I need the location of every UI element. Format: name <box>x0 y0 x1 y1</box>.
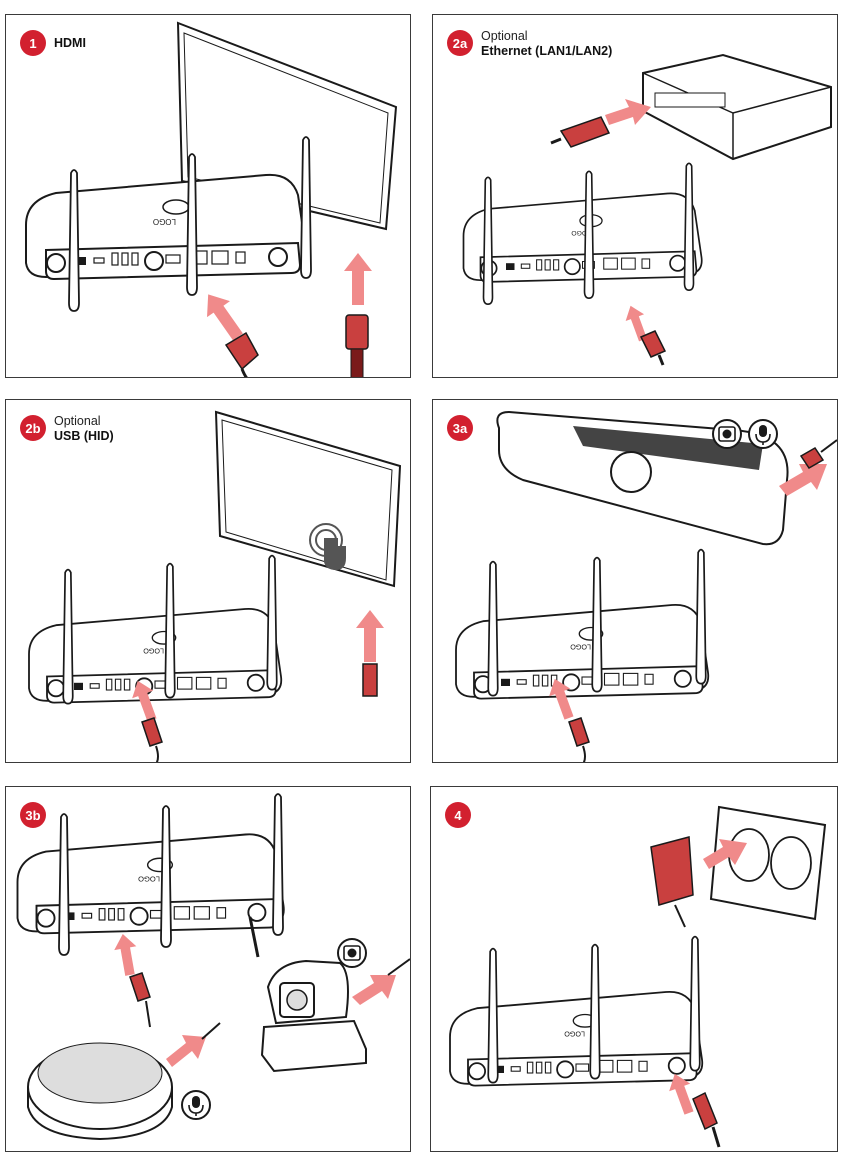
ethernet-cable-icon <box>639 330 667 366</box>
arrow-icon <box>779 464 827 496</box>
step-badge: 1 <box>20 30 46 56</box>
hub-device <box>462 192 703 283</box>
usb-cable-icon <box>362 663 378 697</box>
panel-step-2b: 2b Optional USB (HID) <box>5 399 411 763</box>
ethernet-cable-icon <box>550 116 611 148</box>
antenna-middle <box>591 556 603 693</box>
touch-hand-icon <box>309 523 346 570</box>
antenna-middle <box>160 805 172 948</box>
step-badge: 2b <box>20 415 46 441</box>
step-badge: 4 <box>445 802 471 828</box>
touch-display <box>214 410 402 588</box>
usb-cable-icon <box>248 916 260 958</box>
antenna-left <box>58 813 70 956</box>
panel-step-3b: 3b <box>5 786 411 1152</box>
antenna-middle <box>583 170 595 300</box>
camera-icon <box>337 938 367 968</box>
antenna-right <box>272 793 284 936</box>
step-label: Optional Ethernet (LAN1/LAN2) <box>481 29 612 59</box>
arrow-icon <box>703 839 747 869</box>
usb-cable-icon <box>141 717 163 762</box>
hdmi-illustration <box>25 21 398 377</box>
panel-step-1: 1 HDMI <box>5 14 411 378</box>
usb-cable-icon <box>568 717 590 762</box>
power-adapter <box>650 836 694 928</box>
antenna-right <box>683 162 695 292</box>
hdmi-cable-icon <box>224 331 259 377</box>
antenna-middle <box>589 943 601 1080</box>
antenna-left <box>487 947 499 1084</box>
arrow-icon <box>166 1035 206 1067</box>
camera-speaker-illustration <box>16 793 410 1141</box>
antenna-middle <box>164 562 176 699</box>
antenna-middle <box>186 153 198 296</box>
antenna-right <box>266 554 278 691</box>
ethernet-illustration <box>462 53 832 366</box>
usb-cable-icon <box>799 439 837 469</box>
optional-label: Optional <box>481 29 528 43</box>
arrow-icon <box>352 975 396 1005</box>
power-cable-icon <box>692 1091 721 1148</box>
step-badge: 3a <box>447 415 473 441</box>
hdmi-cable-icon <box>345 314 369 377</box>
optional-label: Optional <box>54 414 101 428</box>
connection-title: HDMI <box>54 36 86 50</box>
antenna-left <box>487 560 499 697</box>
connection-title: USB (HID) <box>54 429 114 443</box>
speakerphone <box>27 1042 173 1141</box>
video-bar <box>496 410 789 546</box>
panel-step-2a: 2a Optional Ethernet (LAN1/LAN2) <box>432 14 838 378</box>
step-label: Optional USB (HID) <box>54 414 114 444</box>
step-label: HDMI <box>54 36 86 51</box>
microphone-icon <box>748 419 778 449</box>
power-illustration <box>449 805 827 1148</box>
antenna-left <box>62 568 74 705</box>
usb-hid-illustration <box>28 410 402 762</box>
arrow-icon <box>344 253 372 305</box>
network-switch <box>642 53 832 161</box>
video-bar-illustration <box>455 410 837 762</box>
hub-device <box>16 833 285 935</box>
camera-icon <box>712 419 742 449</box>
antenna-right <box>689 935 701 1072</box>
microphone-icon <box>181 1090 211 1120</box>
step-badge: 3b <box>20 802 46 828</box>
ptz-camera <box>260 959 367 1073</box>
arrow-icon <box>605 99 651 125</box>
hub-device <box>25 173 308 280</box>
arrow-icon <box>356 610 384 662</box>
panel-step-4: 4 <box>430 786 838 1152</box>
step-badge: 2a <box>447 30 473 56</box>
panel-step-3a: 3a <box>432 399 838 763</box>
antenna-left <box>68 169 80 312</box>
arrow-icon <box>111 932 142 977</box>
antenna-right <box>300 136 312 279</box>
usb-cable-icon <box>129 972 151 1028</box>
antenna-right <box>695 548 707 685</box>
antenna-left <box>482 176 494 306</box>
wall-outlet <box>709 805 827 921</box>
connection-title: Ethernet (LAN1/LAN2) <box>481 44 613 58</box>
